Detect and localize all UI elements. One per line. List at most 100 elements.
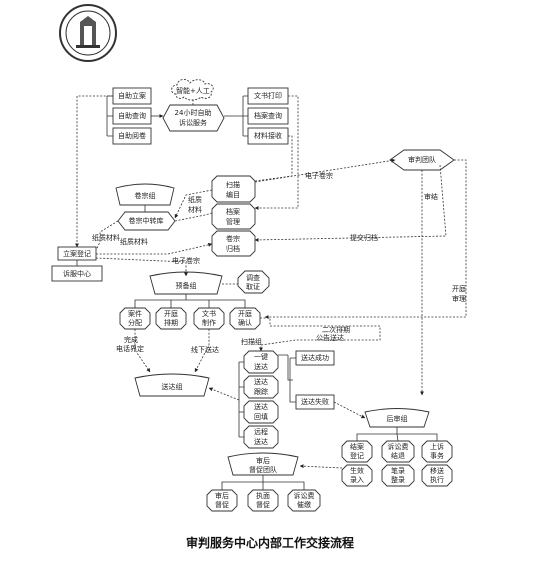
one-click-label-1: 一键 xyxy=(254,352,268,361)
case-archive-label-2: 登记 xyxy=(350,451,364,460)
self-service-group: 自助立案 自助查询 自助阅卷 xyxy=(106,87,152,145)
exec-supervise-label-2: 督促 xyxy=(256,500,270,509)
file-transfer-label: 卷宗中转库 xyxy=(129,216,164,225)
transcript-label-1: 笔录 xyxy=(391,466,405,475)
hearing-confirm-label-2: 确认 xyxy=(238,318,252,327)
remote-deliver-label-1: 远程 xyxy=(254,427,268,436)
deliver-track-node xyxy=(243,375,279,399)
exec-supervise-label-1: 执面 xyxy=(256,491,270,500)
doc-make-label-2: 制作 xyxy=(202,318,216,327)
edge-label-complete-b: 电话界定 xyxy=(116,344,144,353)
scan-catalog-node xyxy=(211,175,256,203)
one-click-node xyxy=(243,350,279,374)
material-receive-label: 材料接收 xyxy=(254,131,282,140)
hearing-schedule-label-1: 开庭 xyxy=(164,309,178,318)
edge-label-submit-archive: 提交归档 xyxy=(350,233,378,242)
supervision-team-label-2: 督促团队 xyxy=(249,465,277,474)
post-supervise-node xyxy=(206,489,238,512)
remote-deliver-node xyxy=(243,425,279,449)
delivery-group-node xyxy=(134,373,210,397)
archive-query-label: 档案查询 xyxy=(254,111,282,120)
transcript-label-2: 整录 xyxy=(391,475,405,484)
pre-trial-group-label: 预备组 xyxy=(176,281,197,290)
remote-deliver-label-2: 送达 xyxy=(254,437,268,446)
smart-ai-label: 智能+人工 xyxy=(176,86,210,95)
edge-label-second-schedule: 二次排期 xyxy=(322,325,350,334)
edge-label-scan-group: 扫描组 xyxy=(241,337,262,346)
deliver-track-label-2: 跟踪 xyxy=(254,387,268,396)
deliver-track-label-1: 送达 xyxy=(254,377,268,386)
transfer-exec-node xyxy=(421,464,453,487)
deliver-return-label-2: 回填 xyxy=(254,412,268,421)
edge-label-offline: 线下送达 xyxy=(191,345,219,354)
post-supervise-label-2: 督促 xyxy=(215,500,229,509)
fee-urge-label-2: 催缴 xyxy=(297,500,311,509)
online-service-label-1: 24小时自助 xyxy=(175,108,212,117)
self-filing-label: 自助立案 xyxy=(118,91,146,100)
case-divide-label-2: 分配 xyxy=(128,318,142,327)
fee-refund-label-1: 诉讼费 xyxy=(388,442,409,451)
edge-label-hearing-review-b: 审理 xyxy=(452,294,466,303)
edge-label-announce: 公告送达 xyxy=(316,333,344,342)
doc-make-label-1: 文书 xyxy=(202,309,216,318)
case-archive-label-1: 结案 xyxy=(350,442,364,451)
self-read-label: 自助阅卷 xyxy=(118,131,146,140)
fee-urge-node xyxy=(287,489,321,512)
appeal-label-1: 上诉 xyxy=(430,442,444,451)
deliver-return-node xyxy=(243,400,279,424)
smart-ai-cloud xyxy=(171,79,214,101)
investigation-node xyxy=(237,270,270,294)
doc-print-label: 文书打印 xyxy=(254,91,282,100)
file-return-label-1: 卷宗 xyxy=(226,234,240,243)
online-service-label-2: 诉讼服务 xyxy=(179,118,207,127)
post-trial-group-label: 后审组 xyxy=(387,414,408,423)
file-return-label-2: 归档 xyxy=(226,244,240,253)
appeal-label-2: 事务 xyxy=(430,451,444,460)
file-return-node xyxy=(211,230,256,257)
fee-refund-node xyxy=(381,440,415,463)
hearing-confirm-label-1: 开庭 xyxy=(238,309,252,318)
court-seal-logo xyxy=(59,4,117,62)
connector-edges xyxy=(75,95,467,469)
post-supervise-label-1: 审后 xyxy=(215,491,229,500)
deliver-return-label-1: 送达 xyxy=(254,402,268,411)
pre-trial-group-node xyxy=(149,271,223,295)
deliver-success-label: 送达成功 xyxy=(301,353,329,362)
self-query-label: 自助查询 xyxy=(118,111,146,120)
fee-urge-label-1: 诉讼费 xyxy=(294,491,315,500)
effective-node xyxy=(341,464,373,487)
hearing-schedule-node xyxy=(155,307,187,330)
hearing-confirm-node xyxy=(229,307,261,330)
scan-label-1: 扫描 xyxy=(226,180,240,189)
trial-team-label: 审判团队 xyxy=(408,155,436,164)
file-group-label: 卷宗组 xyxy=(135,191,156,200)
edge-label-complete-a: 完成 xyxy=(124,335,138,344)
scan-label-2: 编目 xyxy=(226,190,240,199)
deliver-fail-label: 送达失败 xyxy=(301,397,329,406)
case-registration-label: 立案登记 xyxy=(63,249,91,258)
post-trial-tasks: 结案 登记 诉讼费 结退 上诉 事务 生效 录入 笔录 整录 移送 执行 xyxy=(341,427,453,487)
doc-make-node xyxy=(193,307,225,330)
edge-label-electronic-file: 电子卷宗 xyxy=(305,171,333,180)
effective-label-1: 生效 xyxy=(350,466,364,475)
post-trial-group-node xyxy=(364,408,430,428)
investigation-label-1: 调查 xyxy=(246,273,260,282)
one-click-label-2: 送达 xyxy=(254,362,268,371)
effective-label-2: 录入 xyxy=(350,476,364,484)
edge-label-paper-c: 纸质材料 xyxy=(92,233,120,242)
edge-label-case-closed: 审结 xyxy=(424,192,438,201)
fee-refund-label-2: 结退 xyxy=(391,451,405,460)
case-divide-label-1: 案件 xyxy=(128,309,142,318)
archive-mgmt-label-1: 档案 xyxy=(226,207,240,216)
edge-label-hearing-review-a: 开庭 xyxy=(452,284,466,293)
case-archive-node xyxy=(341,440,373,463)
diagram-caption: 审判服务中心内部工作交接流程 xyxy=(185,536,354,550)
supervision-team-node xyxy=(227,452,299,476)
investigation-label-2: 取证 xyxy=(246,283,260,291)
archive-mgmt-node xyxy=(211,203,256,230)
edge-label-paper-a: 纸质 xyxy=(188,195,202,204)
hearing-schedule-label-2: 排期 xyxy=(164,318,178,327)
case-divide-node xyxy=(119,307,151,330)
